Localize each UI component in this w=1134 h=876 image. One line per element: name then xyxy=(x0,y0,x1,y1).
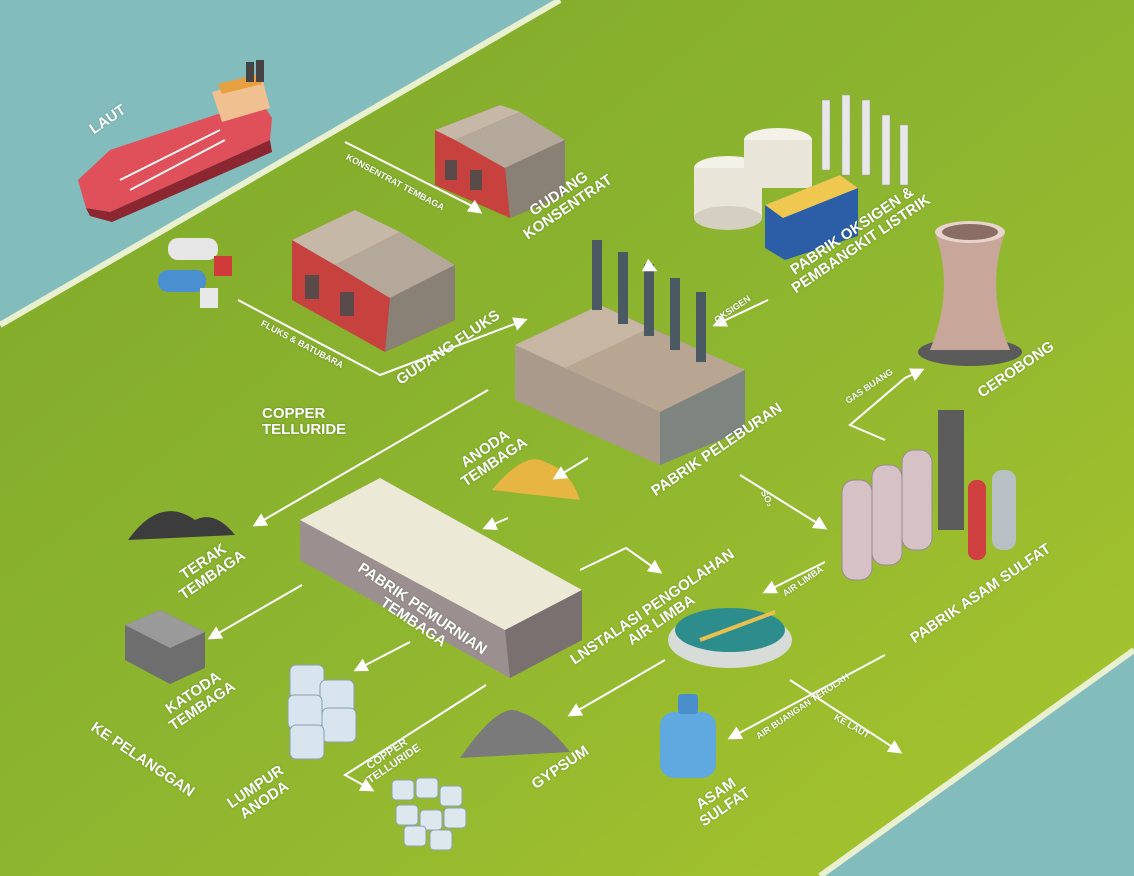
label-copper-telluride-top-line1: COPPER xyxy=(262,405,326,422)
label-copper-telluride-top-line2: TELLURIDE xyxy=(262,420,347,438)
smelter-plant-icon xyxy=(515,240,745,465)
sulfuric-acid-jug-icon xyxy=(660,694,716,778)
telluride-barrels-icon xyxy=(391,777,467,851)
slag-pile-icon xyxy=(128,511,235,540)
ship-icon xyxy=(78,60,272,222)
water-treatment-icon xyxy=(668,608,792,668)
refinery-plant-icon xyxy=(300,478,582,678)
anode-mud-barrels-icon xyxy=(287,664,357,760)
label-copper-telluride-top: COPPER TELLURIDE xyxy=(262,406,346,438)
warehouse-fluks-icon xyxy=(292,210,455,352)
warehouse-konsentrat-icon xyxy=(435,105,565,218)
cathode-stack-icon xyxy=(125,610,205,684)
oxygen-plant-icon xyxy=(694,94,909,260)
flow-arrows xyxy=(207,141,925,792)
truck-icons xyxy=(158,238,232,308)
gypsum-pile-icon xyxy=(460,709,570,758)
shoreline-bottom xyxy=(818,647,1134,876)
shoreline-top xyxy=(0,0,562,328)
sulfuric-acid-plant-icon xyxy=(841,410,1016,581)
cooling-tower-icon xyxy=(918,221,1022,366)
